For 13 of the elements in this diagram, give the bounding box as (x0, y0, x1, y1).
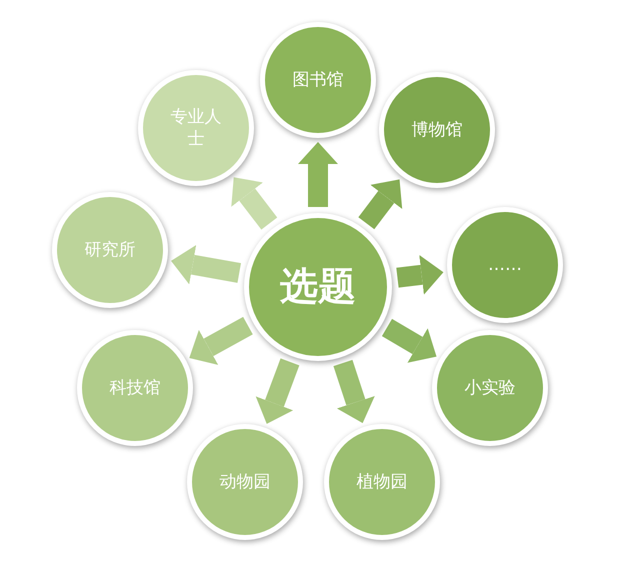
circle-label: 小实验 (464, 376, 516, 400)
circle-label: 植物园 (356, 470, 408, 494)
block-arrow (396, 254, 445, 295)
circle-label: 研究所 (84, 238, 136, 262)
circle-label: 图书馆 (292, 68, 344, 92)
circle-label: …… (488, 254, 522, 276)
circle-label: 选题 (280, 263, 356, 310)
circle-label: 博物馆 (412, 118, 462, 142)
block-arrow (169, 245, 241, 284)
circle-label: 科技馆 (110, 376, 160, 400)
circle-label: 动物园 (220, 470, 270, 494)
circle-label: 专业人士 (170, 106, 222, 150)
block-arrow (298, 142, 338, 207)
